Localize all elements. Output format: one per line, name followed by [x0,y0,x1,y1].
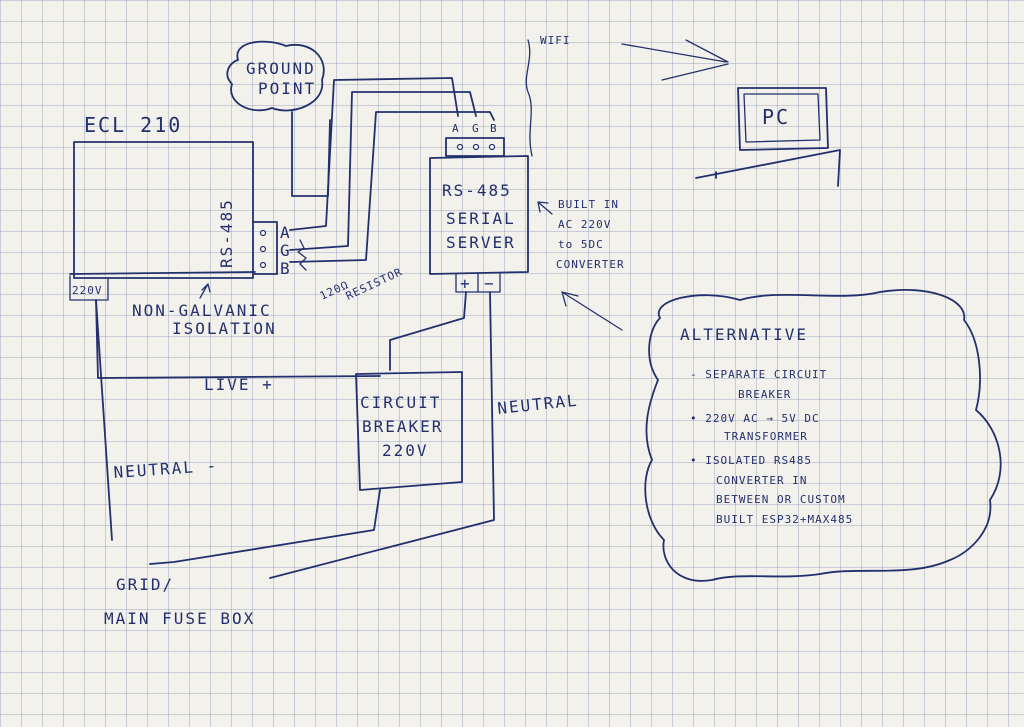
pc-label: PC [762,105,790,129]
grid-source: GRID/ MAIN FUSE BOX [104,575,255,628]
ground-wire [291,111,331,197]
server-box [429,155,529,275]
breaker-label-2: BREAKER [362,417,443,436]
ecl-terminal-a: A [280,223,292,242]
ecl-terminal-g: G [280,241,292,260]
wifi-arrow-icon [621,39,729,81]
server-terminal-b: B [490,122,498,135]
converter-note-3: to 5DC [558,238,604,251]
converter-note-4: CONVERTER [556,258,625,271]
breaker-label-1: CIRCUIT [360,393,441,412]
ground-point: GROUND POINT [226,40,325,112]
alternative-item-1-line-2: BREAKER [738,388,791,401]
alternative-arrow [561,291,623,331]
power-wires: LIVE + NEUTRAL - NEUTRAL [95,291,579,579]
isolation-label-1: NON-GALVANIC [132,301,272,320]
pc-keyboard [695,149,841,187]
ecl-box [73,141,254,279]
wifi-label: WIFI [540,34,571,47]
wifi-link: WIFI [525,34,729,157]
server-label-3: SERVER [446,233,516,252]
circuit-breaker: CIRCUIT BREAKER 220V [355,371,463,491]
ecl-power-label: 220V [72,284,103,297]
isolation-label-2: ISOLATION [172,319,277,338]
wire-b [289,111,495,263]
alternative-item-2-line-1: • 220V AC → 5V DC [690,412,820,425]
pc: PC [695,87,841,187]
rs485-serial-server: A G B RS-485 SERIAL SERVER + − BUILT IN … [429,122,625,293]
ecl-terminal-b: B [280,259,292,278]
server-terminal-g: G [472,122,480,135]
neutral-right-label: NEUTRAL [496,391,579,418]
ecl-210-controller: ECL 210 220V RS-485 A G B NON-GALVANIC I… [69,113,292,338]
pc-monitor [737,87,829,151]
converter-note-2: AC 220V [558,218,611,231]
neutral-left-label: NEUTRAL - [113,456,219,482]
server-power-minus: − [484,274,496,293]
alternative-item-1-line-1: - SEPARATE CIRCUIT [690,368,827,381]
grid-label-2: MAIN FUSE BOX [104,609,255,628]
alternative-item-3-line-1: • ISOLATED RS485 [690,454,812,467]
server-label-2: SERIAL [446,209,516,228]
breaker-label-3: 220V [382,441,429,460]
ground-bubble [226,40,325,112]
server-label-1: RS-485 [442,181,512,200]
ecl-power-box [69,275,109,301]
ecl-port-label: RS-485 [217,198,236,268]
alternative-item-3-line-3: BETWEEN OR CUSTOM [716,493,846,506]
ecl-terminal-block [253,221,278,275]
grid-live-wire [149,489,381,565]
isolation-arrow [199,283,211,299]
wifi-bracket [525,39,533,157]
server-neutral-wire [269,291,495,579]
server-power-terminals [455,273,501,293]
resistor-label-2: RESISTOR [344,265,405,303]
wire-g [289,91,477,251]
server-power-plus: + [460,274,472,293]
wire-a [289,77,459,231]
ground-label-2: POINT [258,79,316,98]
alternative-item-2-line-2: TRANSFORMER [724,430,808,443]
ground-label-1: GROUND [246,59,316,78]
breaker-box [355,371,463,491]
live-label: LIVE + [204,375,274,394]
alternative-note: ALTERNATIVE - SEPARATE CIRCUIT BREAKER •… [561,288,1002,582]
converter-arrow [537,201,553,215]
alternative-cloud [644,288,1002,582]
alternative-item-3-line-2: CONVERTER IN [716,474,807,487]
grid-label-1: GRID/ [116,575,174,594]
server-terminal-a: A [452,122,460,135]
ecl-title: ECL 210 [84,113,182,137]
converter-note-1: BUILT IN [558,198,619,211]
resistor-symbol [297,239,307,271]
alternative-item-3-line-4: BUILT ESP32+MAX485 [716,513,853,526]
alternative-title: ALTERNATIVE [680,325,808,344]
live-wire [95,299,381,379]
ecl-neutral-wire [95,299,113,541]
server-live-wire [389,291,467,371]
